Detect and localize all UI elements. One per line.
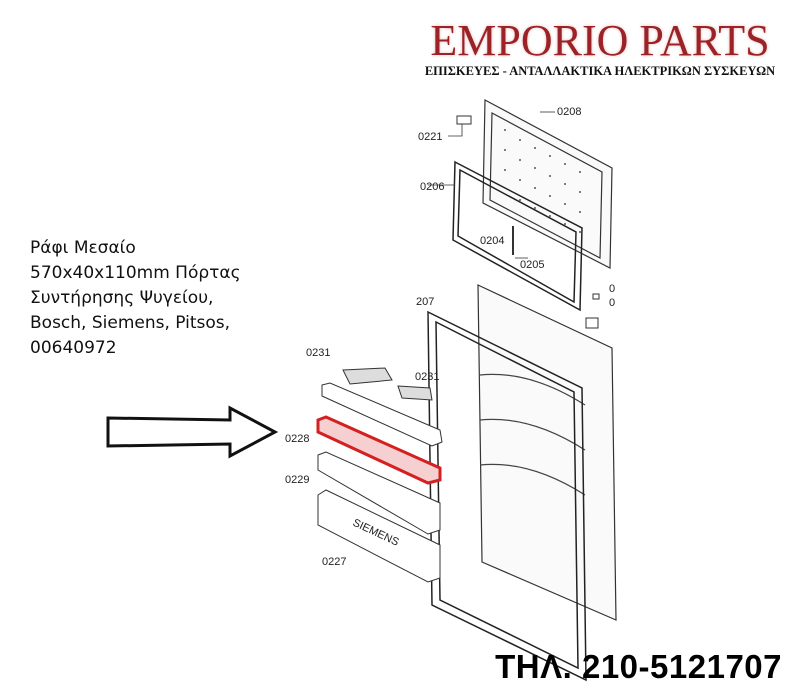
highlighted-middle-shelf <box>316 415 442 485</box>
description-line: Συντήρησης Ψυγείου, <box>30 288 214 308</box>
hinge-part <box>585 317 599 329</box>
label-partial: 0 <box>609 283 615 295</box>
freezer-gasket <box>452 160 583 312</box>
label-0231: 0231 <box>415 371 439 383</box>
label-0206: 0206 <box>420 181 444 193</box>
lower-shelf <box>317 451 441 535</box>
top-shelf <box>321 382 443 447</box>
label-0205: 0205 <box>520 259 544 271</box>
label-0204: 0204 <box>480 235 504 247</box>
brand-tagline: ΕΠΙΣΚΕΥΕΣ - ΑΝΤΑΛΛΑΚΤΙΚΑ ΗΛΕΚΤΡΙΚΩΝ ΣΥΣΚ… <box>424 64 776 78</box>
description-line: 00640972 <box>30 338 117 358</box>
label-207: 207 <box>416 296 434 308</box>
description-line: Ράφι Μεσαίο <box>30 238 136 258</box>
label-0227: 0227 <box>322 556 346 568</box>
brand-name: EMPORIO PARTS <box>430 16 770 65</box>
phone-number: ΤΗΛ. 210-5121707 <box>495 648 782 685</box>
bushing-part <box>592 293 600 300</box>
arrow-icon <box>106 405 279 459</box>
label-0229: 0229 <box>285 474 309 486</box>
product-description: Ράφι Μεσαίο 570x40x110mm Πόρτας Συντήρησ… <box>30 236 241 361</box>
label-0221: 0221 <box>418 131 442 143</box>
leader-lines <box>427 111 555 318</box>
fridge-door <box>477 284 617 621</box>
label-0228: 0228 <box>285 433 309 445</box>
bottom-shelf <box>317 489 441 583</box>
brand-logo: EMPORIO PARTS ΕΠΙΣΚΕΥΕΣ - ΑΝΤΑΛΛΑΚΤΙΚΑ Η… <box>420 16 780 79</box>
description-line: 570x40x110mm Πόρτας <box>30 263 241 283</box>
label-partial: 0 <box>609 297 615 309</box>
description-line: Bosch, Siemens, Pitsos, <box>30 313 231 333</box>
shelf-brackets <box>342 367 433 401</box>
label-0208: 0208 <box>557 106 581 118</box>
label-0231: 0231 <box>306 347 330 359</box>
handle-part <box>456 115 472 125</box>
